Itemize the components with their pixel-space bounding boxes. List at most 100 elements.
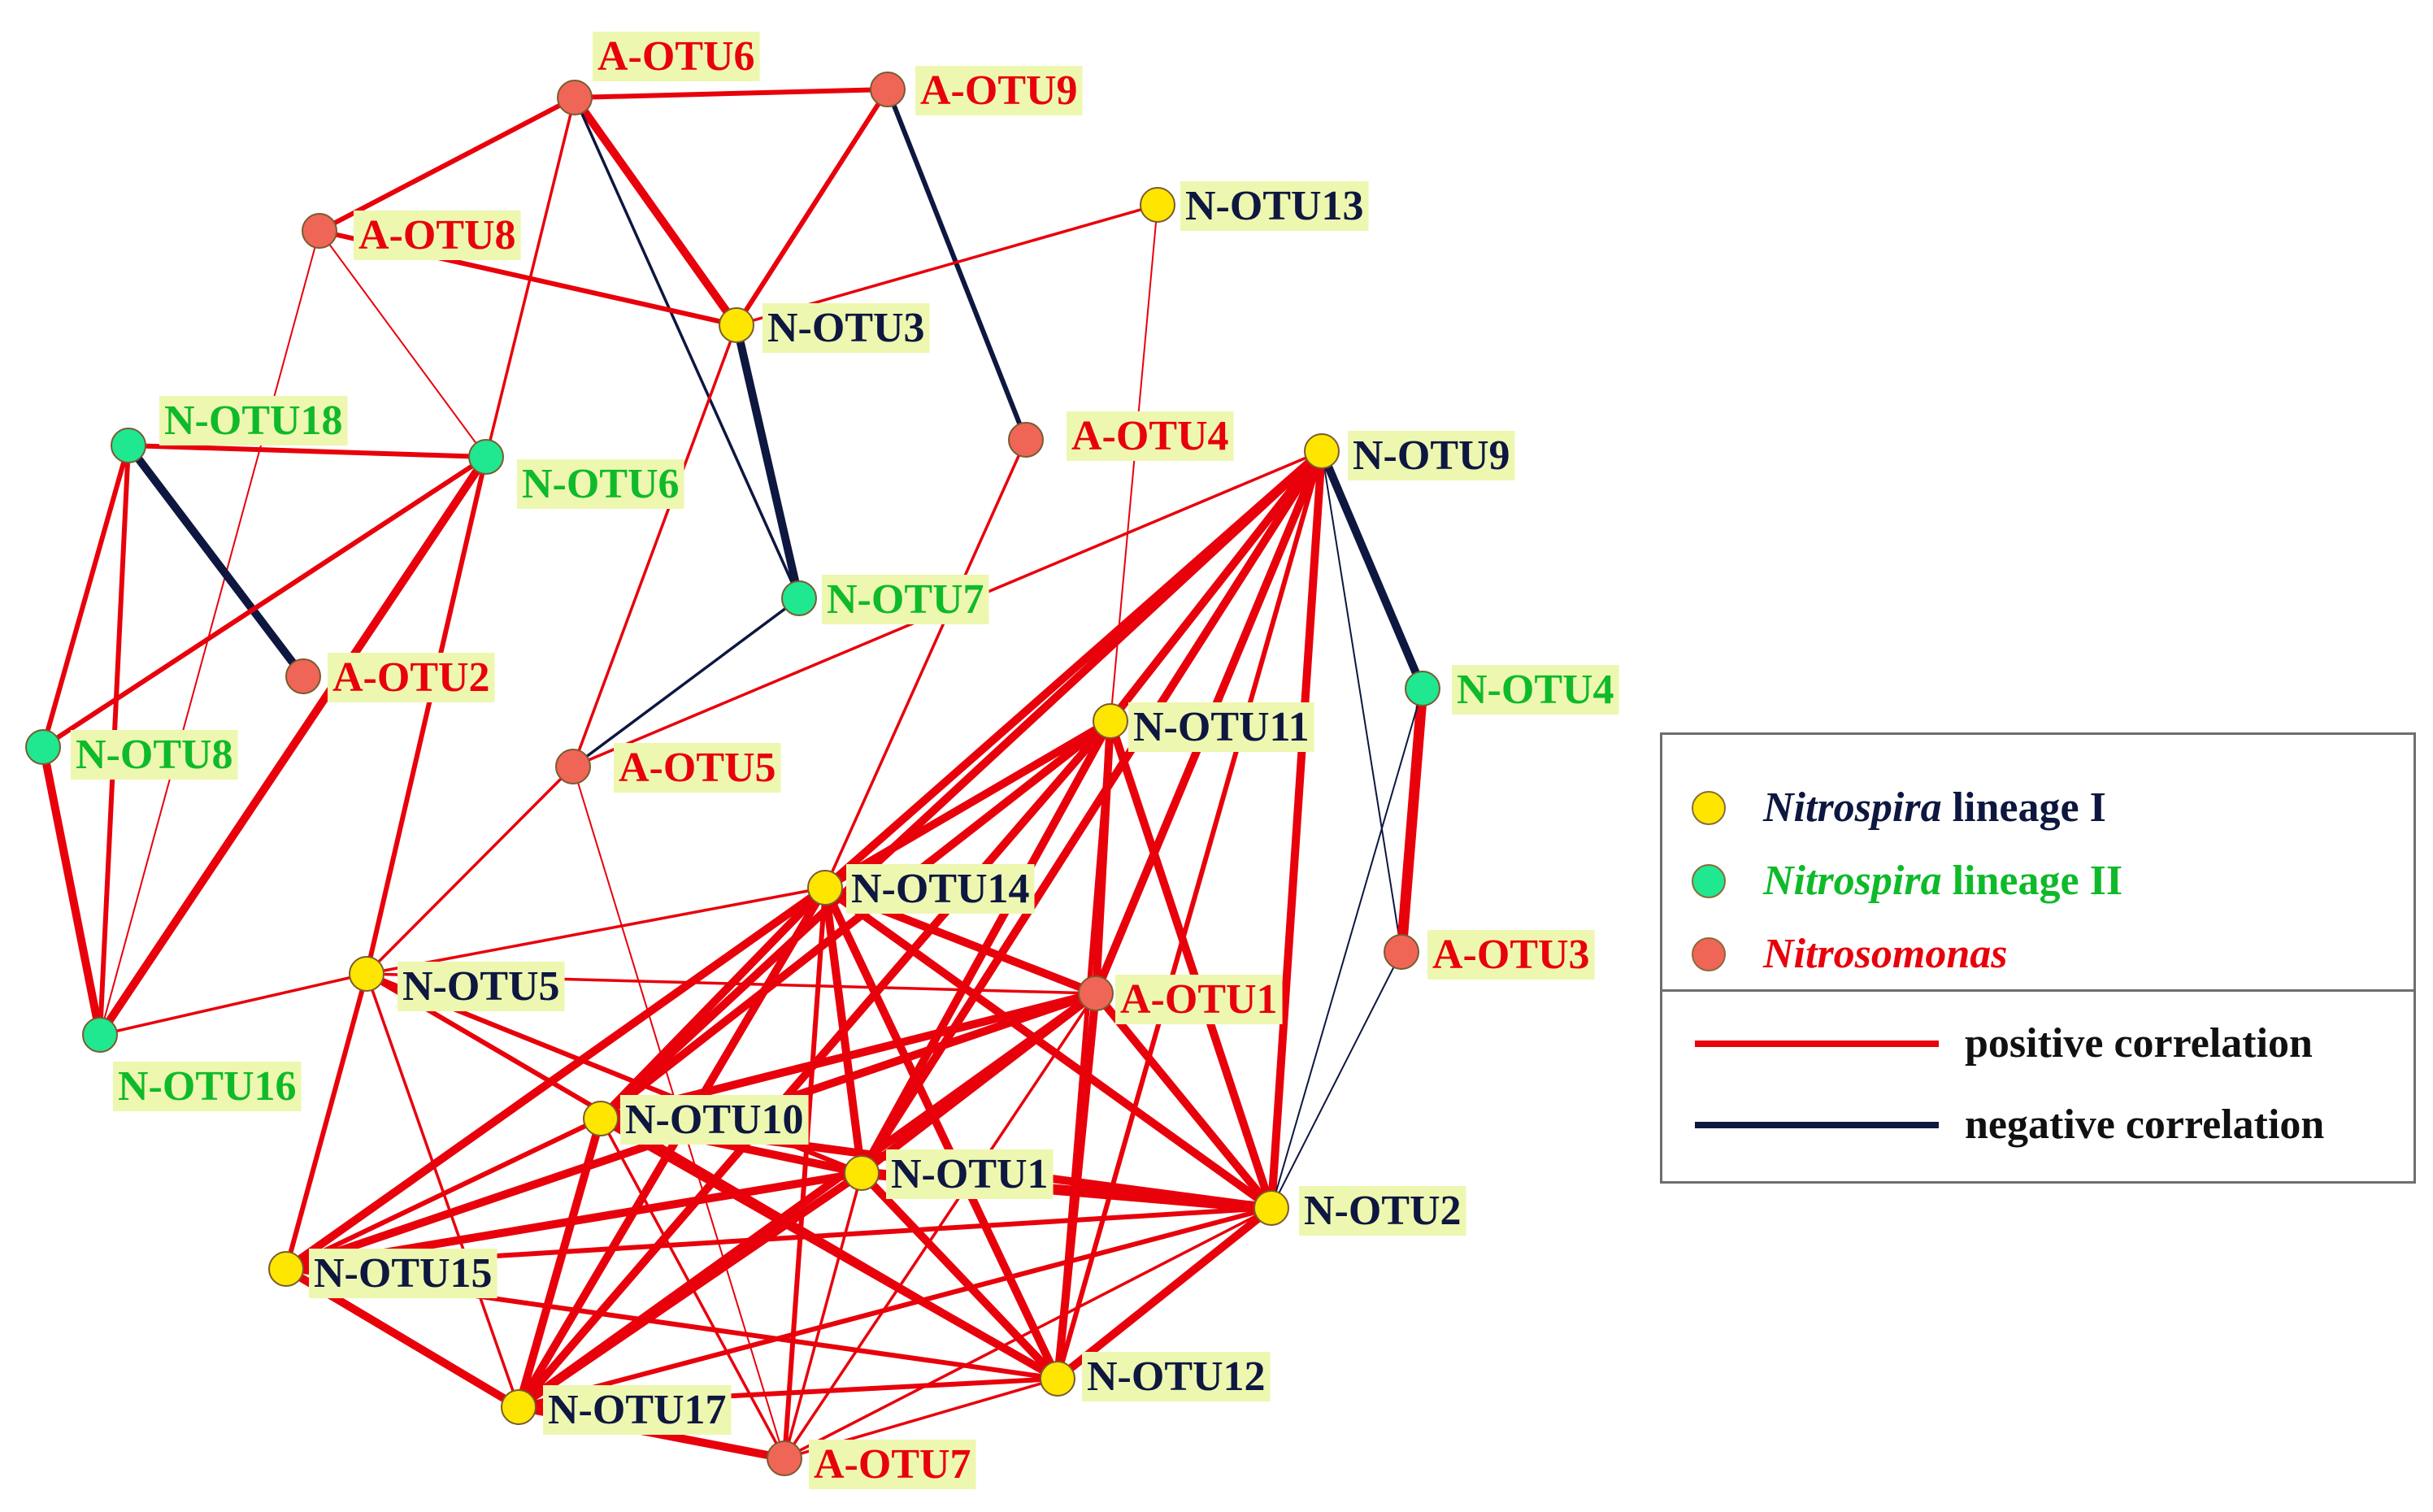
node-label-background [846,864,1035,914]
node-label-n-otu2: N-OTU2 [1304,1188,1462,1234]
legend-lineage-II-genus: Nitrospira [1763,858,1942,904]
node-a-otu8: A-OTU8 [302,211,521,260]
edge-a-otu1-n-otu2 [1092,989,1275,1212]
legend-divider [1662,989,2413,992]
edge-n-otu8-n-otu16 [39,743,104,1039]
node-n-otu14: N-OTU14 [807,864,1035,914]
edge-n-otu11-n-otu10 [597,717,1114,1123]
edge-n-otu9-n-otu11 [1106,447,1326,725]
node-n-otu16: N-OTU16 [82,1017,302,1111]
edge-a-otu9-n-otu3 [734,87,890,328]
node-marker-n-otu4 [1405,671,1440,706]
node-marker-n-otu14 [807,870,843,906]
node-label-n-otu3: N-OTU3 [767,305,925,351]
node-marker-n-otu10 [583,1101,619,1136]
legend: Nitrospira lineage I Nitrospira lineage … [1660,732,2416,1184]
edge-n-otu4-n-otu2 [1271,688,1423,1209]
node-label-a-otu2: A-OTU2 [332,654,490,701]
nitrosomonas-marker [1692,936,1726,971]
edge-n-otu6-n-otu5 [364,454,489,976]
node-marker-n-otu13 [1140,187,1175,223]
node-label-n-otu5: N-OTU5 [402,963,560,1010]
legend-nitrosomonas-genus: Nitrosomonas [1763,931,2008,977]
edge-a-otu8-n-otu16 [99,230,320,1036]
node-n-otu5: N-OTU5 [349,956,565,1011]
node-n-otu2: N-OTU2 [1253,1186,1466,1236]
node-label-background [915,66,1083,115]
node-n-otu8: N-OTU8 [25,729,238,780]
node-a-otu9: A-OTU9 [870,66,1083,115]
node-label-background [309,1249,497,1298]
node-label-background [822,575,989,624]
node-a-otu6: A-OTU6 [557,32,760,115]
node-label-n-otu7: N-OTU7 [827,576,984,623]
edge-n-otu10-n-otu15 [284,1116,603,1271]
legend-item-negative: negative correlation [1662,1101,2324,1149]
node-marker-n-otu1 [844,1155,880,1191]
node-label-background [159,396,348,445]
edge-a-otu8-n-otu6 [319,230,487,458]
node-marker-n-otu8 [25,729,61,765]
edge-a-otu6-a-otu8 [317,95,577,233]
node-n-otu3: N-OTU3 [719,303,930,353]
edge-n-otu9-n-otu2 [1267,447,1326,1212]
edge-a-otu9-a-otu4 [885,87,1028,442]
node-label-a-otu5: A-OTU5 [619,745,776,791]
node-marker-n-otu7 [781,580,817,616]
node-label-n-otu6: N-OTU6 [522,461,680,507]
edge-n-otu14-n-otu5 [365,886,827,975]
node-marker-a-otu1 [1078,975,1114,1011]
node-a-otu5: A-OTU5 [555,743,781,793]
node-marker-n-otu11 [1093,703,1128,739]
node-a-otu4: A-OTU4 [1008,411,1234,461]
edge-a-otu6-n-otu7 [573,96,801,600]
node-label-a-otu9: A-OTU9 [920,67,1078,114]
node-label-background [886,1149,1054,1199]
edge-n-otu9-n-otu12 [1055,449,1324,1381]
node-label-background [614,743,781,793]
legend-lineage-II-text: lineage II [1941,858,2123,904]
node-n-otu4: N-OTU4 [1405,665,1619,715]
edge-a-otu6-n-otu3 [571,93,741,329]
edge-a-otu3-n-otu2 [1271,951,1402,1209]
node-marker-n-otu18 [111,428,146,463]
edge-n-otu9-n-otu1 [858,447,1326,1177]
node-label-a-otu6: A-OTU6 [597,33,755,80]
node-n-otu12: N-OTU12 [1040,1352,1271,1401]
edge-n-otu9-a-otu3 [1321,450,1402,953]
edge-a-otu6-a-otu9 [572,87,890,100]
node-n-otu9: N-OTU9 [1304,431,1515,480]
node-label-n-otu18: N-OTU18 [164,398,343,444]
node-marker-n-otu12 [1040,1361,1075,1397]
node-a-otu2: A-OTU2 [285,653,495,702]
legend-item-nitrosomonas: Nitrosomonas [1662,930,2008,978]
edge-n-otu11-n-otu14 [821,717,1114,892]
legend-item-lineage-I: Nitrospira lineage I [1662,784,2106,832]
edge-n-otu2-a-otu7 [783,1206,1273,1460]
edge-n-otu7-a-otu5 [571,597,801,768]
edge-n-otu1-n-otu17 [515,1169,866,1411]
lineage-II-marker [1692,863,1726,898]
edge-n-otu3-n-otu7 [732,321,803,602]
edge-n-otu18-n-otu6 [126,443,489,459]
node-label-n-otu15: N-OTU15 [314,1250,493,1297]
edge-a-otu1-a-otu7 [783,992,1097,1460]
node-marker-n-otu9 [1304,433,1340,469]
node-label-background [1128,702,1314,752]
node-label-background [354,211,521,260]
node-label-background [517,459,684,509]
node-label-n-otu8: N-OTU8 [76,732,233,778]
node-marker-n-otu15 [268,1251,304,1287]
node-label-background [71,730,238,780]
node-marker-n-otu3 [719,307,754,343]
positive-correlation-swatch [1695,1040,1939,1047]
edge-n-otu1-n-otu12 [858,1169,1062,1383]
nodes-layer: A-OTU6A-OTU9A-OTU8N-OTU13N-OTU3N-OTU18N-… [25,32,1619,1489]
node-n-otu10: N-OTU10 [583,1095,809,1145]
node-marker-a-otu9 [870,72,906,107]
node-label-background [543,1385,732,1435]
node-marker-a-otu4 [1008,422,1044,458]
node-marker-a-otu3 [1384,934,1419,970]
